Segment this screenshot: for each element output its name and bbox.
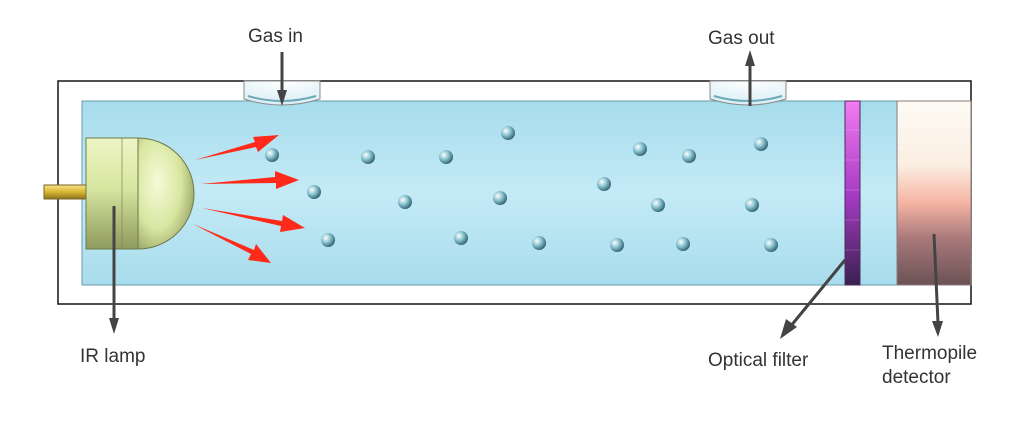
gas-molecule <box>321 233 335 247</box>
thermopile-label-line2: detector <box>882 367 951 388</box>
gas-molecule <box>682 149 696 163</box>
pointer-arrows <box>109 50 943 339</box>
thermopile-detector-label: Thermopile detector <box>882 342 977 390</box>
lamp-pin <box>43 184 87 200</box>
gas-molecule <box>745 198 759 212</box>
ir-lamp-arrow <box>109 206 119 334</box>
gas-molecule <box>307 185 321 199</box>
ir-ray <box>201 171 299 189</box>
gas-molecule <box>493 191 507 205</box>
ir-rays <box>193 135 305 263</box>
gas-molecule <box>610 238 624 252</box>
gas-molecule <box>597 177 611 191</box>
ir-ray <box>193 224 271 263</box>
lamp-dome <box>137 137 195 250</box>
ir-lamp-label: IR lamp <box>80 346 146 367</box>
lamp-body <box>85 137 139 250</box>
thermopile-label-line1: Thermopile <box>882 343 978 364</box>
gas-molecule <box>532 236 546 250</box>
gas-molecule <box>265 148 279 162</box>
gas-molecule <box>439 150 453 164</box>
gas-molecule <box>764 238 778 252</box>
gas-molecules <box>265 126 778 252</box>
gas-out-arrow <box>745 50 755 106</box>
gas-chamber <box>81 100 972 286</box>
gas-in-label: Gas in <box>248 26 303 47</box>
optical-filter <box>844 100 861 286</box>
gas-molecule <box>754 137 768 151</box>
gas-in-arrow <box>277 52 287 106</box>
ir-ray <box>195 135 279 160</box>
gas-out-label: Gas out <box>708 28 775 49</box>
optical-filter-label: Optical filter <box>708 350 809 371</box>
gas-molecule <box>398 195 412 209</box>
gas-molecule <box>454 231 468 245</box>
ir-lamp <box>43 137 195 250</box>
thermopile-arrow <box>932 233 943 337</box>
gas-molecule <box>361 150 375 164</box>
gas-molecule <box>651 198 665 212</box>
optical-filter-arrow <box>780 259 847 339</box>
gas-molecule <box>501 126 515 140</box>
gas-molecule <box>676 237 690 251</box>
gas-outlet-port <box>709 80 787 106</box>
gas-molecule <box>633 142 647 156</box>
ir-ray <box>202 208 305 232</box>
